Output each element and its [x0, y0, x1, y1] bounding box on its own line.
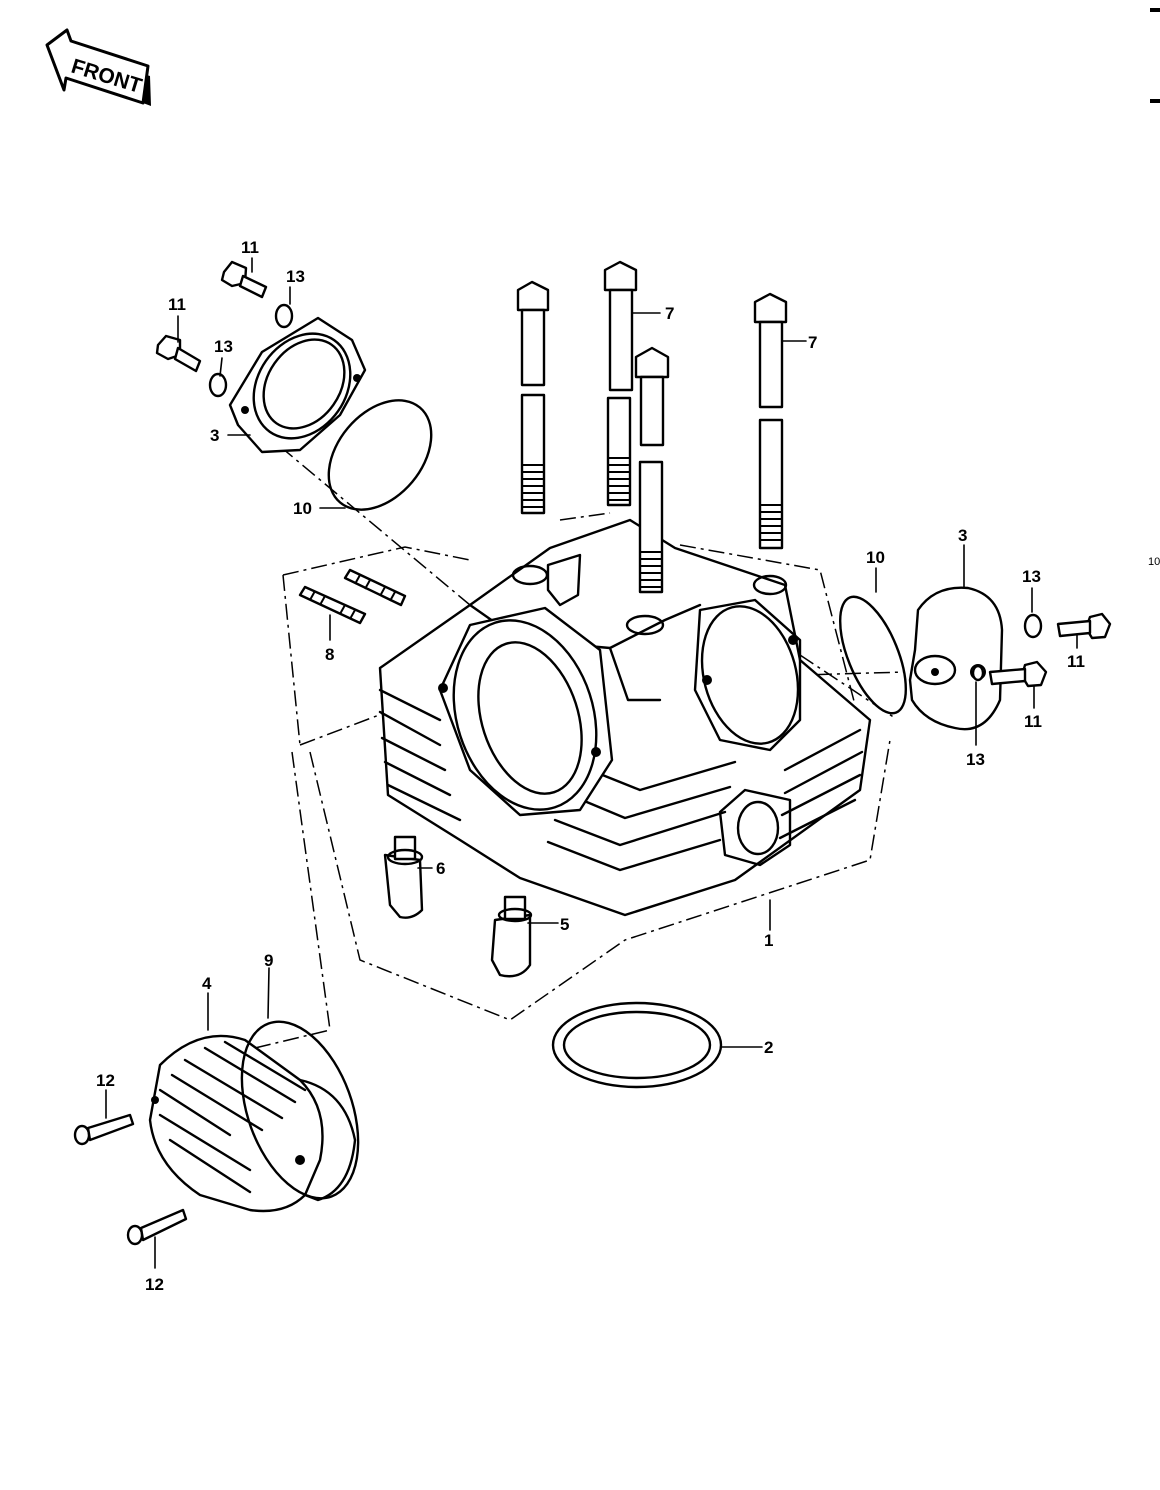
part-13-washer-right-bottom — [971, 664, 985, 682]
part-11-bolt-right-top — [1056, 612, 1112, 640]
part-7-stud-bolt-3 — [634, 346, 670, 594]
part-13-washer-right-top — [1023, 613, 1043, 639]
part-9-o-ring — [240, 1020, 360, 1200]
part-13-washer-left — [208, 372, 228, 398]
part-12-screw-bottom — [126, 1208, 188, 1246]
part-13-washer-top — [274, 303, 294, 329]
callout-13-right-bottom: 13 — [966, 750, 985, 769]
callout-4: 4 — [202, 974, 212, 993]
callout-2: 2 — [764, 1038, 773, 1057]
callout-5: 5 — [560, 915, 569, 934]
part-3-right-cover — [908, 586, 1004, 731]
part-10-o-ring-left — [327, 399, 433, 511]
leader-lines — [105, 257, 1078, 1269]
callout-13-top: 13 — [286, 267, 305, 286]
callout-13-right-top: 13 — [1022, 567, 1041, 586]
part-11-bolt-left — [155, 334, 202, 373]
callout-3-right: 3 — [958, 526, 967, 545]
part-5-valve-guide — [490, 895, 533, 978]
callout-10-left: 10 — [293, 499, 312, 518]
callout-6: 6 — [436, 859, 445, 878]
callout-11-right-top: 11 — [1067, 652, 1085, 671]
part-6-valve-guide — [383, 835, 424, 919]
side-page-mark: 10 — [1148, 556, 1160, 568]
part-4-finned-cover — [148, 1034, 357, 1213]
part-11-bolt-top — [220, 260, 268, 299]
callout-8: 8 — [325, 645, 334, 664]
callout-labels: 1 2 3 3 4 5 6 7 7 8 9 10 10 11 11 11 11 … — [96, 238, 1085, 1294]
callout-11-top: 11 — [241, 238, 259, 257]
part-3-left-cover — [228, 316, 367, 454]
part-7-stud-bolt-1 — [516, 280, 550, 515]
callout-12-top: 12 — [96, 1071, 115, 1090]
callout-11-left: 11 — [168, 295, 186, 314]
callout-9: 9 — [264, 951, 273, 970]
callout-11-right-bottom: 11 — [1024, 712, 1042, 731]
callout-1: 1 — [764, 931, 773, 950]
callout-12-bottom: 12 — [145, 1275, 164, 1294]
part-1-cylinder-head — [378, 518, 872, 917]
part-8-stud-1 — [298, 585, 367, 625]
part-11-bolt-right-bottom — [988, 660, 1048, 688]
callout-3-left: 3 — [210, 426, 219, 445]
part-7-stud-bolt-2 — [603, 260, 638, 507]
part-10-o-ring-right — [838, 595, 908, 715]
callout-10-right: 10 — [866, 548, 885, 567]
part-2-gasket — [551, 1001, 723, 1089]
part-7-stud-bolt-4 — [753, 292, 788, 550]
callout-7-right: 7 — [808, 333, 817, 352]
part-12-screw-top — [73, 1113, 135, 1146]
callout-7-center: 7 — [665, 304, 674, 323]
part-8-stud-2 — [343, 568, 407, 607]
front-arrow-icon: FRONT — [45, 28, 151, 106]
callout-13-left: 13 — [214, 337, 233, 356]
